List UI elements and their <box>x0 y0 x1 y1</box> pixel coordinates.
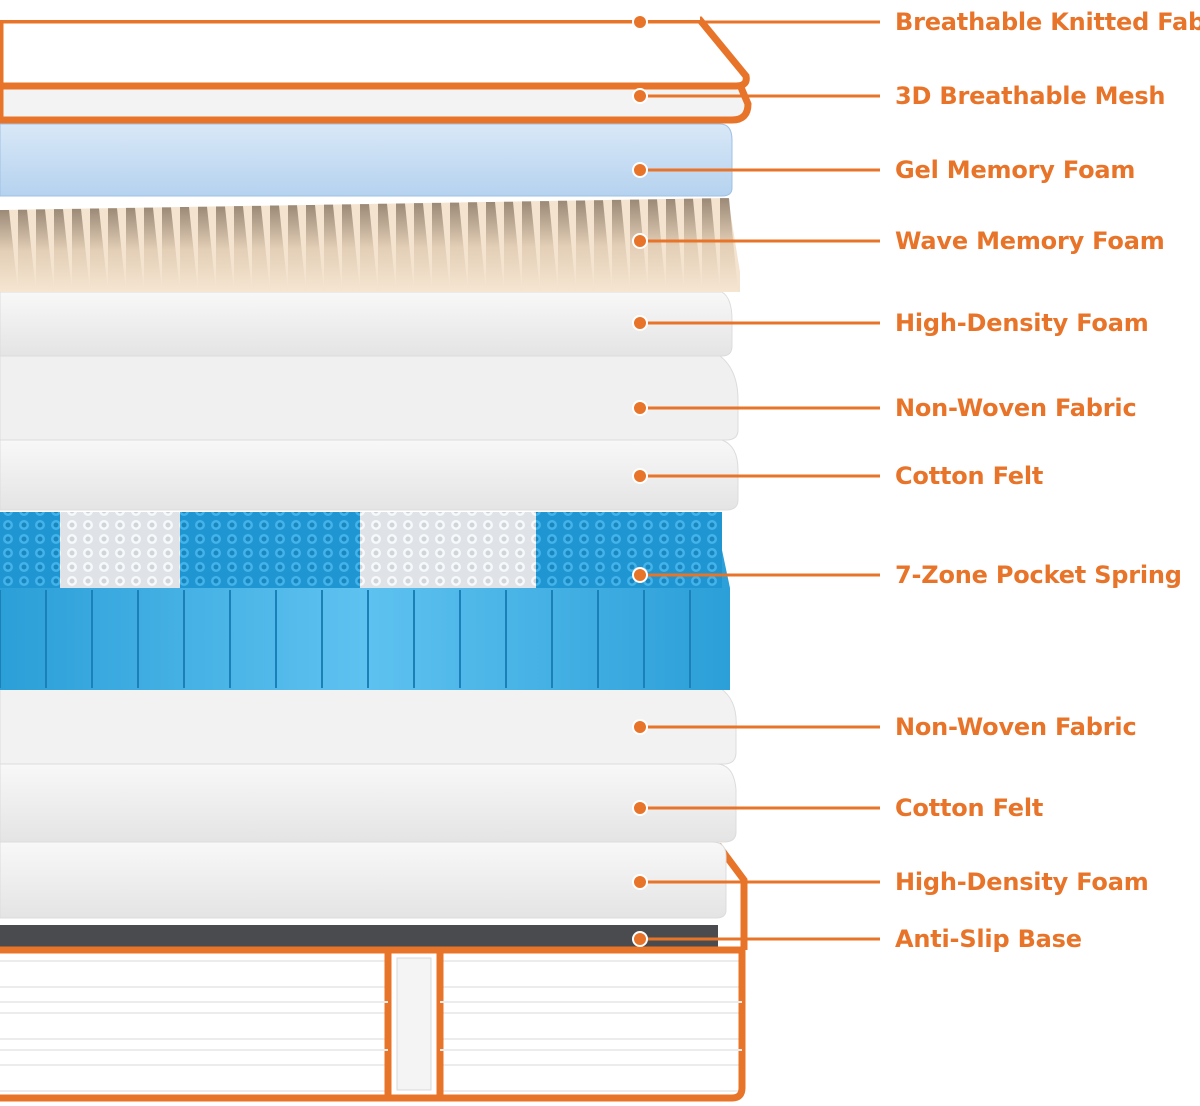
layer-label: Non-Woven Fabric <box>895 394 1137 422</box>
wave-ridge <box>504 201 522 292</box>
layer-label: 7-Zone Pocket Spring <box>895 561 1182 589</box>
wave-ridge <box>666 199 684 292</box>
leader-dot-icon <box>632 468 648 484</box>
wave-ridge <box>540 201 558 292</box>
leader-felt-layer <box>632 468 880 484</box>
wave-ridge <box>522 201 540 292</box>
leader-dot-icon <box>632 88 648 104</box>
wave-ridge <box>414 203 432 292</box>
leader-gel-foam-layer <box>632 162 880 178</box>
wave-ridge <box>36 209 54 292</box>
wave-ridge <box>648 199 666 292</box>
wave-ridge <box>342 204 360 292</box>
wave-ridge <box>432 202 450 292</box>
wave-ridge <box>360 204 378 292</box>
leader-fabric-layer <box>632 400 880 416</box>
layer-label: High-Density Foam <box>895 868 1149 896</box>
wave-ridge <box>558 200 576 292</box>
leader-knitted-fabric-layer <box>632 14 880 30</box>
wave-ridge <box>288 205 306 292</box>
leader-mesh-layer <box>632 88 880 104</box>
leader-pocket-spring-layer <box>632 567 880 583</box>
layer-label: Wave Memory Foam <box>895 227 1165 255</box>
wave-ridge <box>396 203 414 292</box>
wave-ridge <box>486 201 504 292</box>
leader-dot-icon <box>632 315 648 331</box>
leader-dot-icon <box>632 400 648 416</box>
wave-ridge <box>90 208 108 292</box>
wave-ridge <box>684 198 702 292</box>
wave-ridge <box>54 209 72 292</box>
leader-felt-layer <box>632 800 880 816</box>
wave-ridge <box>72 208 90 292</box>
wave-ridge <box>252 205 270 292</box>
layer-label: 3D Breathable Mesh <box>895 82 1166 110</box>
wave-ridge <box>594 200 612 292</box>
wave-ridge <box>468 202 486 292</box>
wave-ridge <box>216 206 234 292</box>
leader-dot-icon <box>632 874 648 890</box>
leader-fabric-layer <box>632 719 880 735</box>
wave-ridge <box>306 204 324 292</box>
wave-ridge <box>324 204 342 292</box>
wave-ridge <box>702 198 720 292</box>
wave-ridge <box>612 199 630 292</box>
layer-label: Breathable Knitted Fabric <box>895 8 1200 36</box>
wave-ridge <box>0 210 18 292</box>
leader-dot-icon <box>632 800 648 816</box>
wave-ridge <box>18 209 36 292</box>
layer-label: Anti-Slip Base <box>895 925 1082 953</box>
layer-label: Cotton Felt <box>895 794 1044 822</box>
leader-dot-icon <box>632 14 648 30</box>
leader-dot-icon <box>632 567 648 583</box>
leader-dot-icon <box>632 162 648 178</box>
leader-base-layer <box>632 931 880 947</box>
wave-ridge <box>198 206 216 292</box>
wave-ridge <box>162 207 180 292</box>
leader-foam-layer <box>632 874 880 890</box>
leader-wave-foam-layer <box>632 233 880 249</box>
wave-ridge <box>378 203 396 292</box>
wave-ridge <box>180 207 198 292</box>
layer-label: Non-Woven Fabric <box>895 713 1137 741</box>
leader-dot-icon <box>632 931 648 947</box>
layer-label: Gel Memory Foam <box>895 156 1136 184</box>
wave-ridge <box>234 206 252 292</box>
wave-ridge <box>270 205 288 292</box>
wave-ridge <box>144 207 162 292</box>
layer-label: High-Density Foam <box>895 309 1149 337</box>
wave-ridge <box>720 198 738 292</box>
layer-label: Cotton Felt <box>895 462 1044 490</box>
leader-foam-layer <box>632 315 880 331</box>
wave-ridge <box>108 208 126 292</box>
wave-ridge <box>450 202 468 292</box>
leader-dot-icon <box>632 719 648 735</box>
wave-ridge <box>576 200 594 292</box>
leader-dot-icon <box>632 233 648 249</box>
wave-ridge <box>126 207 144 292</box>
